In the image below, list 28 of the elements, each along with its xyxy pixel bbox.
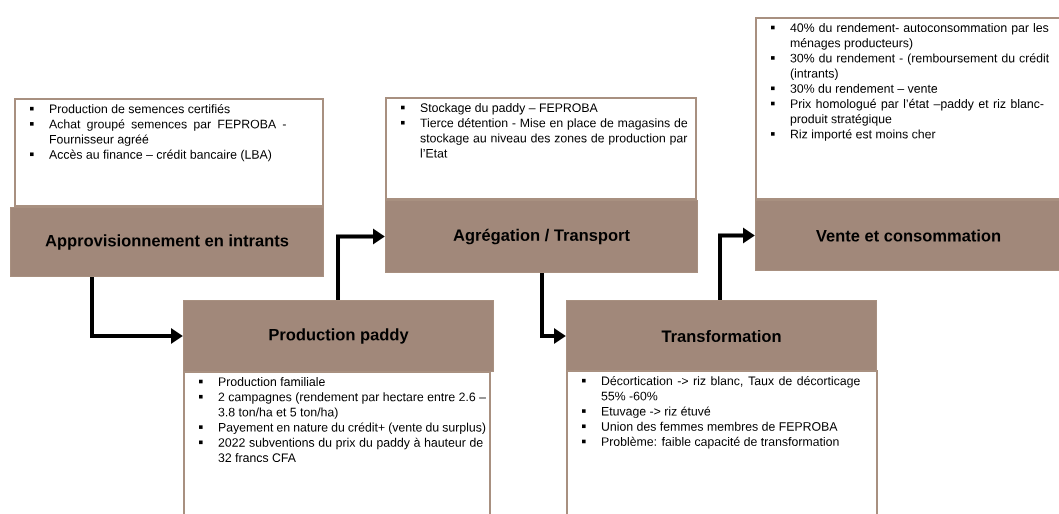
bullet-item: 30% du rendement - (remboursement du crédit (intrants) [771, 53, 1050, 81]
stage-box: Vente et consommation [755, 200, 1059, 271]
bullet-item: 2 campagnes (rendement par hectare entre 2.6 – 3.8 ton/ha et 5 ton/ha) [199, 392, 486, 419]
notes-box [755, 17, 1059, 200]
stage-box: Transformation [566, 300, 877, 372]
stage-box: Agrégation / Transport [385, 200, 698, 273]
bullet-item: Production de semences certifiés [30, 104, 230, 114]
notes-box [385, 97, 697, 200]
bullet-item: Décortication -> riz blanc, Taux de décorticage 55% -60% [582, 376, 860, 401]
bullet-item: Achat groupé semences par FEPROBA - Fournisseur agréé [30, 119, 286, 146]
bullet-item: Payement en nature du crédit+ (vente du surplus) [199, 422, 486, 435]
bullet-item: 30% du rendement – vente [771, 83, 938, 93]
notes-box [183, 371, 491, 514]
bullet-item: Production familiale [199, 377, 325, 387]
stage-box: Production paddy [183, 300, 494, 372]
stage-box: Approvisionnement en intrants [10, 207, 324, 277]
bullet-item: Accès au finance – crédit bancaire (LBA) [30, 149, 272, 162]
bullet-item: 2022 subventions du prix du paddy à hauteur de 32 francs CFA [199, 437, 483, 463]
bullet-item: Union des femmes membres de FEPROBA [582, 421, 838, 431]
bullet-item: Etuvage -> riz étuvé [582, 406, 711, 418]
notes-box [566, 370, 878, 514]
bullet-item: Problème: faible capacité de transformation [582, 436, 839, 449]
bullet-item: 40% du rendement- autoconsommation par les ménages producteurs) [771, 23, 1049, 50]
bullet-item: Riz importé est moins cher [771, 129, 936, 141]
bullet-item: Stockage du paddy – FEPROBA [401, 103, 598, 115]
bullet-item: Tierce détention - Mise en place de magasins de stockage au niveau des zones de production par l’Etat [401, 118, 688, 158]
bullet-item: Prix homologué par l’état –paddy et riz blanc- produit stratégique [771, 98, 1044, 126]
notes-box [14, 98, 324, 207]
